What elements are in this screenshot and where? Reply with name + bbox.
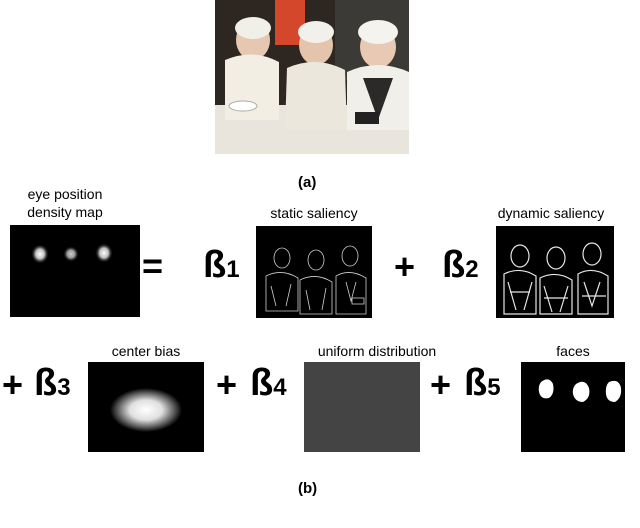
photo-three-women	[215, 0, 409, 154]
plus-sign-2: +	[2, 364, 24, 405]
faces-map	[521, 362, 625, 452]
eye-map-label-line1: eye position	[27, 186, 103, 202]
beta-symbol: ß	[250, 362, 274, 404]
dynamic-saliency-map	[496, 226, 614, 318]
eye-map-label-line2: density map	[27, 204, 103, 220]
eye-position-density-map	[10, 225, 140, 317]
dynamic-saliency-label: dynamic saliency	[497, 205, 605, 221]
uniform-distribution-map	[304, 362, 420, 452]
faces-label: faces	[556, 343, 590, 359]
center-bias-map	[88, 362, 204, 452]
beta-symbol: ß	[34, 362, 58, 404]
beta-symbol: ß	[464, 362, 488, 404]
beta-1: ß1	[203, 244, 240, 287]
beta-symbol: ß	[442, 244, 466, 286]
plus-sign-1: +	[394, 246, 416, 287]
plus-sign-4: +	[430, 364, 452, 405]
beta-subscript-4: 4	[273, 374, 287, 401]
caption-b: (b)	[298, 480, 318, 497]
beta-subscript-1: 1	[226, 256, 240, 283]
beta-2: ß2	[442, 244, 479, 287]
center-bias-label: center bias	[111, 343, 181, 359]
beta-subscript-3: 3	[57, 374, 71, 401]
equals-sign: =	[142, 245, 164, 286]
beta-subscript-5: 5	[487, 374, 501, 401]
static-saliency-map	[256, 226, 372, 318]
static-saliency-label: static saliency	[270, 205, 358, 221]
caption-a: (a)	[298, 174, 317, 191]
beta-symbol: ß	[203, 244, 227, 286]
beta-5: ß5	[464, 362, 501, 405]
beta-4: ß4	[250, 362, 287, 405]
plus-sign-3: +	[216, 364, 238, 405]
uniform-distribution-label: uniform distribution	[317, 343, 437, 359]
beta-subscript-2: 2	[465, 256, 479, 283]
beta-3: ß3	[34, 362, 71, 405]
